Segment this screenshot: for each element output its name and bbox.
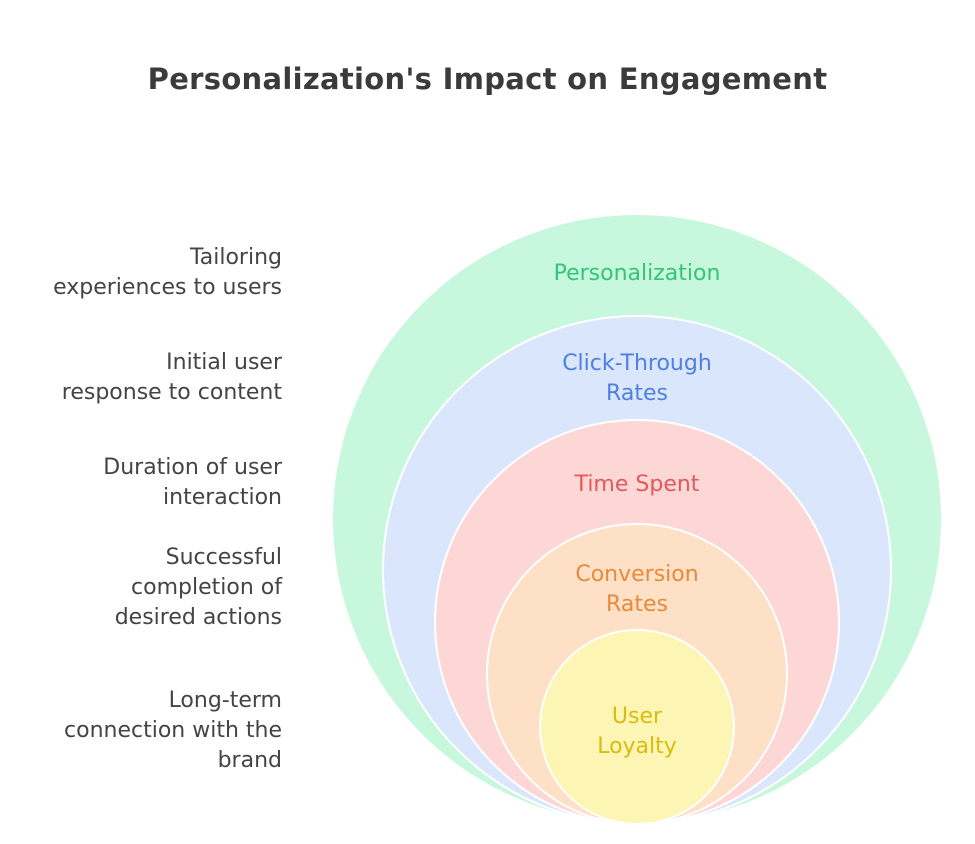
description-click-through-rates: Initial user response to content xyxy=(61,350,282,405)
ring-label-time-spent: Time Spent xyxy=(574,472,700,497)
ring-label-personalization: Personalization xyxy=(554,261,721,286)
ring-label-click-through-rates: Click-Through xyxy=(562,351,712,376)
ring-label-conversion-rates: Rates xyxy=(606,592,668,617)
ring-label-user-loyalty: User xyxy=(612,704,663,729)
description-time-spent: Duration of user interaction xyxy=(103,455,282,510)
description-conversion-rates: Successful completion of desired actions xyxy=(114,545,282,630)
ring-label-click-through-rates: Rates xyxy=(606,381,668,406)
ring-user-loyalty xyxy=(539,629,735,825)
ring-label-conversion-rates: Conversion xyxy=(575,562,698,587)
description-personalization: Tailoring experiences to users xyxy=(53,245,282,300)
description-user-loyalty: Long-term connection with the brand xyxy=(64,688,282,773)
diagram-title: Personalization's Impact on Engagement xyxy=(147,62,828,96)
ring-label-user-loyalty: Loyalty xyxy=(597,734,677,759)
